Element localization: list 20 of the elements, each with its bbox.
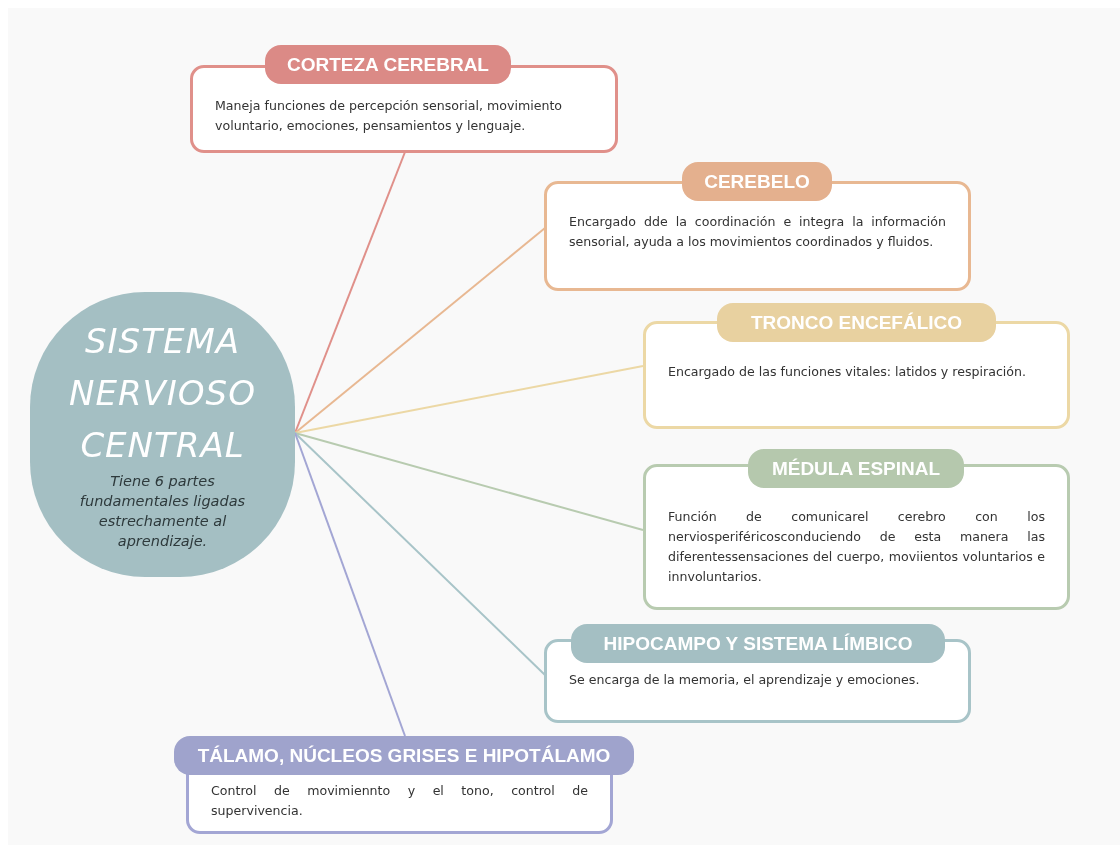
card-description: Control de movimiennto y el tono, control de supervivencia.	[211, 782, 588, 820]
heading-pill: CORTEZA CEREBRAL	[265, 45, 511, 84]
heading-pill: TÁLAMO, NÚCLEOS GRISES E HIPOTÁLAMO	[174, 736, 634, 775]
heading-pill: CEREBELO	[682, 162, 832, 201]
central-title: SISTEMA NERVIOSO CENTRAL	[68, 319, 257, 467]
heading-pill: HIPOCAMPO Y SISTEMA LÍMBICO	[571, 624, 945, 663]
connector-line	[294, 432, 644, 531]
heading-pill: MÉDULA ESPINAL	[748, 449, 964, 488]
card-description: Maneja funciones de percepción sensorial, movimiento voluntario, emociones, pensamientos y lenguaje.	[215, 97, 564, 135]
card-description: Encargado dde la coordinación e integra la información sensorial, ayuda a los movimientos coordinados y fluidos.	[569, 213, 946, 251]
card-description: Se encarga de la memoria, el aprendizaje y emociones.	[569, 671, 921, 689]
connector-line	[294, 432, 406, 737]
card-description: Encargado de las funciones vitales: latidos y respiración.	[668, 363, 1028, 381]
connector-line	[294, 227, 546, 434]
connector-line	[294, 432, 546, 676]
connector-line	[294, 151, 406, 434]
heading-pill: TRONCO ENCEFÁLICO	[717, 303, 996, 342]
central-description: Tiene 6 partes fundamentales ligadas estrechamente al aprendizaje.	[78, 471, 247, 551]
card-description: Función de comunicarel cerebro con los nerviosperiféricosconduciendo de esta manera las diferentessensaciones del cuerpo, moviientos voluntarios e innvoluntarios.	[668, 508, 1045, 586]
connector-line	[294, 365, 644, 434]
